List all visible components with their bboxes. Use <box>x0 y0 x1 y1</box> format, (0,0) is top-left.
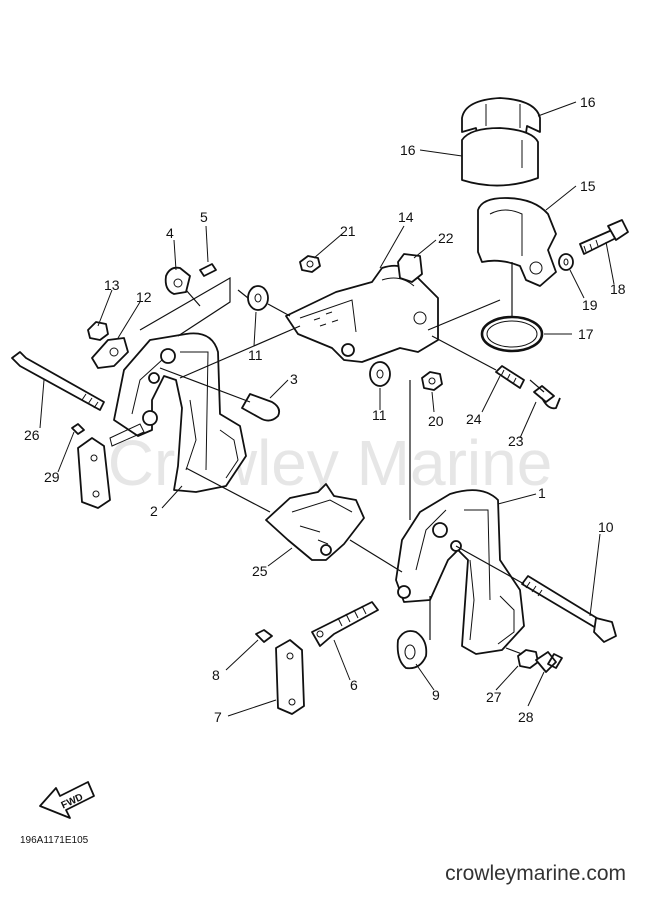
part-5-pin <box>199 263 217 277</box>
part-lever-left <box>77 423 145 509</box>
fwd-arrow-icon: FWD <box>39 781 95 819</box>
part-6-stud <box>311 601 379 647</box>
callout-7: 7 <box>214 709 222 725</box>
part-21-nut <box>299 255 321 273</box>
part-26-bolt <box>11 351 105 411</box>
part-20-nut <box>421 371 443 391</box>
part-2-clamp-bracket <box>113 332 247 493</box>
site-url: crowleymarine.com <box>445 862 626 885</box>
callout-9: 9 <box>432 687 440 703</box>
callout-22: 22 <box>438 230 454 246</box>
part-14-swivel-bracket <box>285 264 439 363</box>
callout-16-top: 16 <box>580 94 596 110</box>
part-9-disc <box>396 630 428 670</box>
callout-17: 17 <box>578 326 594 342</box>
callout-6: 6 <box>350 677 358 693</box>
part-18-bolt <box>579 219 629 255</box>
part-29-pin <box>71 423 85 435</box>
callout-1: 1 <box>538 485 546 501</box>
part-8-pin <box>255 629 273 643</box>
part-1-clamp-bracket <box>395 489 525 655</box>
callout-24: 24 <box>466 411 482 427</box>
callout-19: 19 <box>582 297 598 313</box>
part-19-washer <box>558 253 574 271</box>
guide-lines <box>139 262 545 655</box>
part-25-pivot-bracket <box>265 483 365 561</box>
part-28-wing-nut <box>535 651 563 673</box>
part-10-bolt <box>521 575 617 643</box>
callout-3: 3 <box>290 371 298 387</box>
drawing-code: 196A1171E105 <box>20 835 89 846</box>
callout-8: 8 <box>212 667 220 683</box>
part-7-lever <box>275 639 305 715</box>
part-27-nut <box>517 649 539 669</box>
part-12-plate <box>91 337 129 369</box>
callout-27: 27 <box>486 689 502 705</box>
callout-18: 18 <box>610 281 626 297</box>
callout-4: 4 <box>166 225 174 241</box>
part-24-screw <box>495 365 525 389</box>
part-22-cushion <box>397 253 423 283</box>
callout-5: 5 <box>200 209 208 225</box>
part-17-o-ring <box>480 315 544 353</box>
part-13-nut <box>87 321 109 341</box>
callout-labels: 16 16 15 14 21 22 5 4 13 12 26 11 3 18 1… <box>24 94 626 725</box>
callout-13: 13 <box>104 277 120 293</box>
callout-20: 20 <box>428 413 444 429</box>
callout-21: 21 <box>340 223 356 239</box>
part-4-cap <box>164 266 191 295</box>
callout-10: 10 <box>598 519 614 535</box>
callout-2: 2 <box>150 503 158 519</box>
part-11-washer-b <box>369 361 391 387</box>
part-3-bushing <box>241 393 281 422</box>
part-15-clamp <box>477 197 557 287</box>
callout-11-left: 11 <box>248 347 263 363</box>
callout-14: 14 <box>398 209 414 225</box>
callout-15: 15 <box>580 178 596 194</box>
callout-29: 29 <box>44 469 60 485</box>
part-23-wing-bolt <box>533 385 561 410</box>
callout-11-right: 11 <box>372 407 387 423</box>
part-11-washer-a <box>247 285 269 311</box>
callout-23: 23 <box>508 433 524 449</box>
leader-lines <box>39 101 615 717</box>
callout-26: 26 <box>24 427 40 443</box>
callout-16-side: 16 <box>400 142 416 158</box>
callout-28: 28 <box>518 709 534 725</box>
part-16-sleeve-lower <box>461 127 539 187</box>
callout-12: 12 <box>136 289 152 305</box>
callout-25: 25 <box>252 563 268 579</box>
